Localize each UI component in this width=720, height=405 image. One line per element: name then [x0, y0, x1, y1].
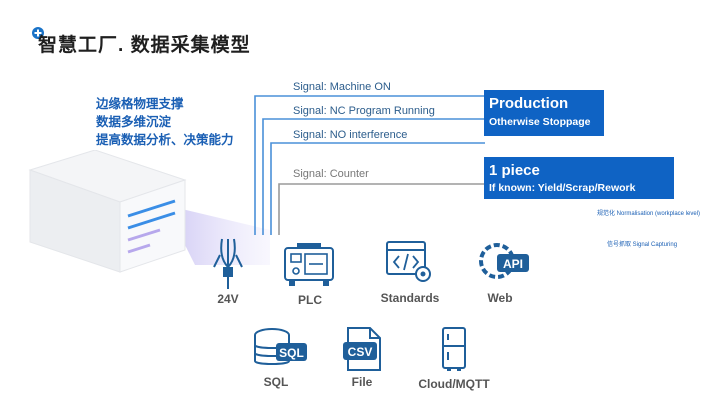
standards-code-icon [386, 241, 431, 282]
production-subtitle: Otherwise Stoppage [489, 116, 591, 128]
edge-server-illustration [28, 150, 270, 273]
normalisation-note: 规范化 Normalisation (workplace level) [597, 211, 701, 217]
piece-box: 1 piece If known: Yield/Scrap/Rework [484, 157, 674, 199]
capturing-note: 信号抓取 Signal Capturing [607, 242, 678, 248]
signal-nc-program: Signal: NC Program Running [293, 105, 435, 117]
production-title: Production [489, 95, 569, 112]
cloud-server-icon [442, 327, 466, 371]
source-sql-label: SQL [263, 375, 289, 389]
csv-file-icon: CSV [343, 327, 381, 371]
sql-icon-text: SQL [279, 346, 304, 360]
source-24v-label: 24V [217, 292, 239, 306]
piece-subtitle: If known: Yield/Scrap/Rework [489, 182, 636, 194]
sql-database-icon: SQL [254, 328, 307, 365]
api-icon-text: API [503, 257, 523, 271]
signal-counter: Signal: Counter [293, 168, 369, 180]
plus-circle-icon [32, 27, 44, 39]
source-plc-label: PLC [298, 293, 322, 307]
feature-1: 边缘格物理支撑 [96, 97, 184, 111]
production-box: Production Otherwise Stoppage [484, 90, 604, 136]
source-cloud-label: Cloud/MQTT [418, 377, 490, 391]
feature-3: 提高数据分析、决策能力 [96, 133, 234, 147]
page-title: 智慧工厂. 数据采集模型 [38, 30, 251, 57]
cable-24v-icon [213, 238, 243, 289]
csv-icon-text: CSV [348, 345, 373, 359]
web-api-icon: API [479, 243, 529, 279]
source-web-label: Web [487, 291, 513, 305]
signal-machine-on: Signal: Machine ON [293, 81, 391, 93]
signal-no-interference: Signal: NO interference [293, 129, 408, 141]
piece-title: 1 piece [489, 162, 540, 179]
source-file-label: File [351, 375, 373, 389]
feature-2: 数据多维沉淀 [96, 115, 172, 129]
title-sub: . 数据采集模型 [118, 35, 251, 56]
plc-machine-icon [284, 243, 334, 286]
source-standards-label: Standards [380, 291, 440, 305]
title-main: 智慧工厂 [38, 35, 119, 56]
